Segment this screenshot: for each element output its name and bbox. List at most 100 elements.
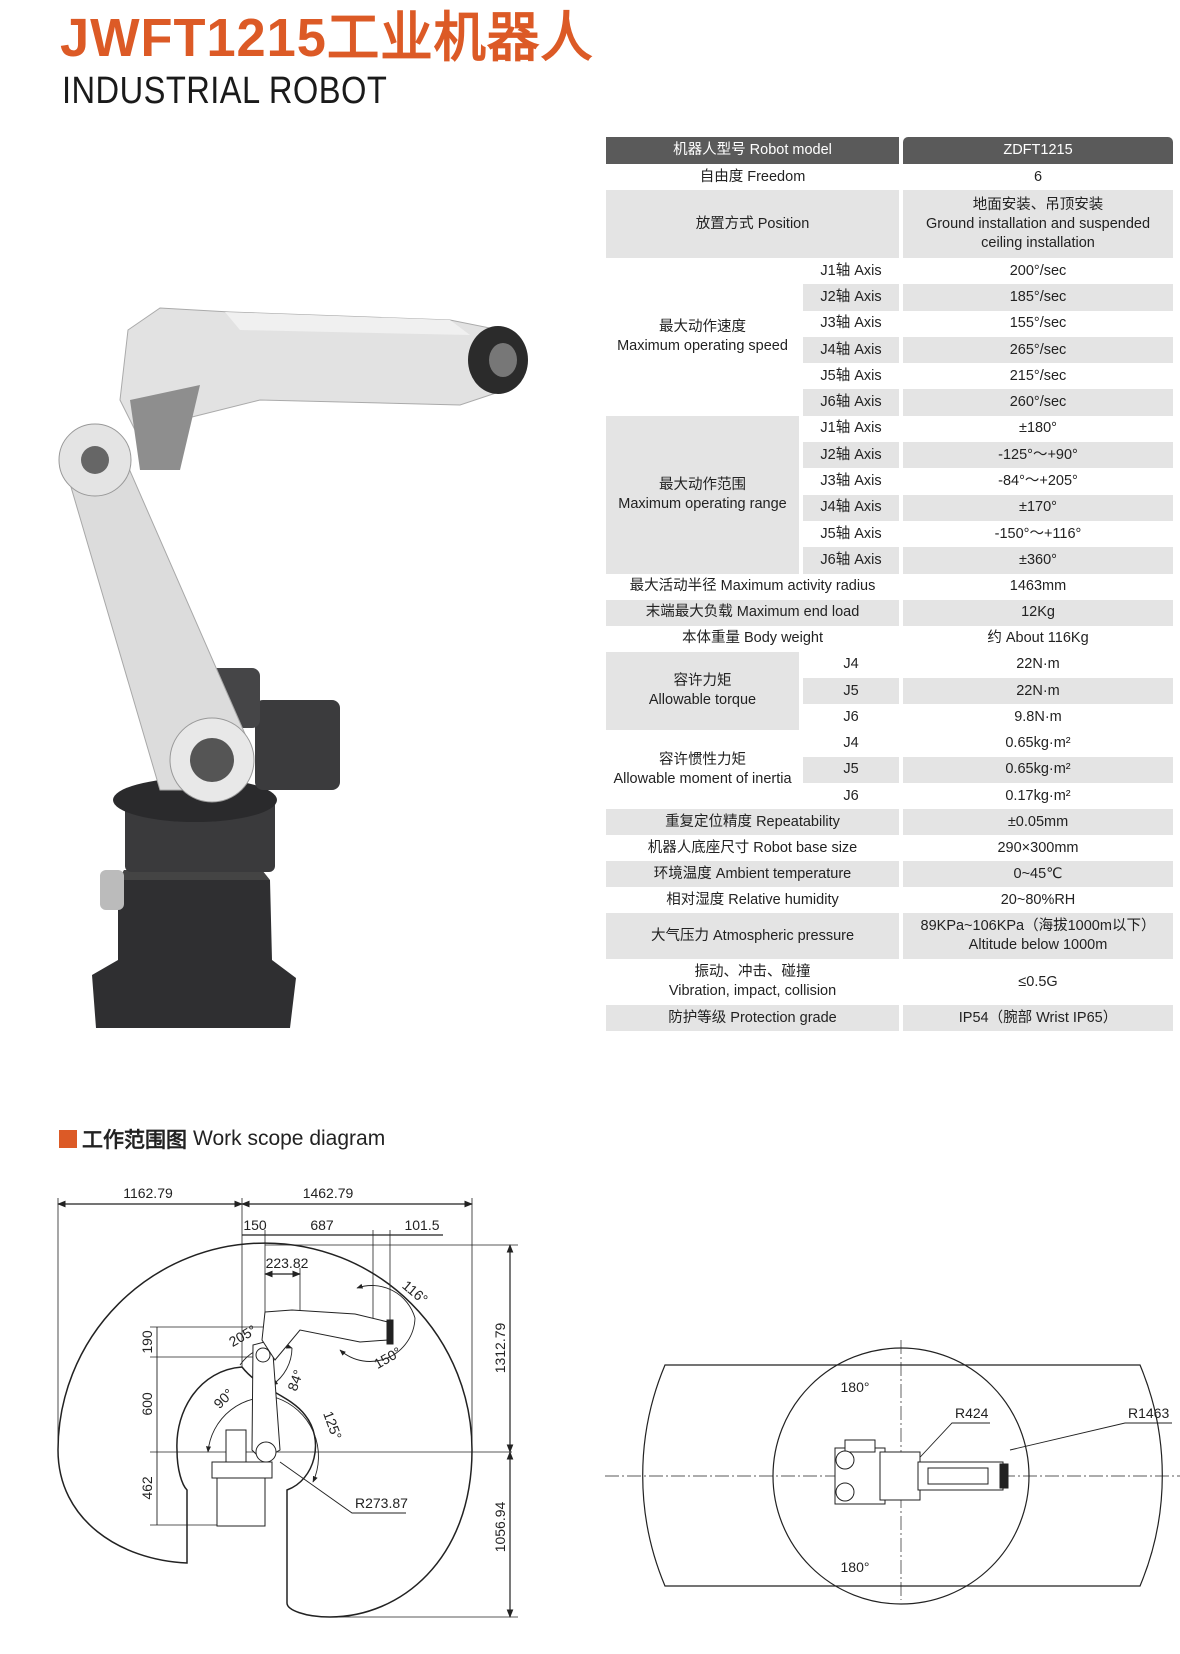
value-line: ±0.05mm (1007, 813, 1069, 830)
label-line: 环境温度 Ambient temperature (653, 865, 852, 882)
radius-inner: R424 (955, 1405, 989, 1421)
group-label-line: 容许力矩 (673, 673, 732, 689)
angle-150: 150° (371, 1343, 404, 1371)
spec-sub-label: J4 (803, 730, 899, 757)
value-text: 22N·m (1016, 656, 1060, 673)
header-label: 机器人型号 Robot model (606, 137, 899, 164)
dim-101: 101.5 (404, 1217, 439, 1233)
sub-label-text: J4轴 Axis (820, 499, 882, 516)
value-text: 200°/sec (1009, 262, 1067, 279)
spec-sub-label: J6轴 Axis (803, 547, 899, 574)
dim-1462: 1462.79 (303, 1185, 354, 1201)
spec-value: 185°/sec (903, 284, 1173, 311)
robot-j2-hub (190, 738, 234, 782)
value-line: 89KPa~106KPa（海拔1000m以下） (920, 918, 1156, 935)
spec-value: 265°/sec (903, 336, 1173, 364)
sub-label-text: J5轴 Axis (820, 525, 882, 542)
spec-sub-label: J1轴 Axis (803, 258, 899, 285)
sub-label-text: J3轴 Axis (820, 315, 882, 332)
value-line: 地面安装、吊顶安装 (972, 196, 1104, 213)
heading-marker-icon (59, 1130, 77, 1148)
spec-label: 相对湿度 Relative humidity (606, 887, 899, 914)
sub-label-text: J5 (843, 761, 859, 778)
spec-value: 6 (903, 164, 1173, 190)
outer-reach-boundary (642, 1364, 1163, 1587)
sub-label-text: J2轴 Axis (820, 288, 882, 305)
value-text: 9.8N·m (1014, 708, 1062, 725)
label-line: 防护等级 Protection grade (668, 1009, 837, 1026)
dim-190: 190 (139, 1330, 155, 1354)
spec-sub-label: J5 (803, 756, 899, 784)
spec-value: 约 About 116Kg (903, 625, 1173, 652)
dim-223: 223.82 (266, 1255, 309, 1271)
spec-sub-row: J2轴 Axis-125°～+90° (803, 442, 1173, 469)
robot-top-sketch (834, 1439, 1009, 1505)
value-text: 0.65kg·m² (1005, 735, 1071, 752)
sub-label-text: J1轴 Axis (820, 420, 882, 437)
value-line: 1463mm (1009, 578, 1067, 595)
spec-label: 放置方式 Position (606, 190, 899, 258)
spec-sub-row: J1轴 Axis 200°/sec (803, 258, 1173, 285)
spec-value: 1463mm (903, 573, 1173, 600)
group-label-line: Maximum operating range (618, 495, 787, 512)
spec-value: ±0.05mm (903, 809, 1173, 836)
spec-sub-row: J2轴 Axis 185°/sec (803, 284, 1173, 311)
header-value: ZDFT1215 (903, 137, 1173, 164)
angle-84: 84° (284, 1368, 306, 1393)
value-text: ±180° (1019, 420, 1057, 437)
heading-en: Work scope diagram (193, 1127, 386, 1150)
label-line: 大气压力 Atmospheric pressure (650, 927, 855, 944)
value-text: 265°/sec (1009, 341, 1067, 358)
spec-sub-label: J2轴 Axis (803, 442, 899, 469)
spec-value: 12Kg (903, 599, 1173, 626)
spec-value: 0.65kg·m² (903, 730, 1173, 757)
spec-value: -125°～+90° (903, 442, 1173, 469)
spec-value: 20~80%RH (903, 887, 1173, 914)
top-view-diagram: 180° 180° R424 R1463 (605, 1340, 1180, 1605)
robot-elbow-frame (130, 385, 200, 470)
value-line: ≤0.5G (1018, 973, 1058, 990)
spec-label: 防护等级 Protection grade (606, 1005, 899, 1032)
spec-sub-row: J6轴 Axis ±360° (803, 547, 1173, 574)
heading-cn: 工作范围图 (82, 1129, 187, 1152)
spec-value: 290×300mm (903, 835, 1173, 862)
spec-value: 200°/sec (903, 258, 1173, 285)
spec-value: 22N·m (903, 677, 1173, 705)
value-text: ±170° (1019, 499, 1057, 516)
value-line: 6 (1033, 168, 1043, 185)
spec-value: -150°～+116° (903, 520, 1173, 548)
spec-value: 89KPa~106KPa（海拔1000m以下） Altitude below 10… (903, 913, 1173, 960)
value-text: ±360° (1019, 551, 1057, 568)
spec-value: 260°/sec (903, 389, 1173, 416)
spec-value: 9.8N·m (903, 704, 1173, 731)
page-subtitle: INDUSTRIAL ROBOT (62, 70, 388, 112)
robot-base (92, 880, 296, 1028)
spec-value: ±180° (903, 415, 1173, 443)
spec-label: 本体重量 Body weight (606, 625, 899, 652)
work-scope-diagrams: 1162.79 1462.79 150 687 101.5 223.82 190… (57, 1185, 1180, 1618)
spec-value: 155°/sec (903, 310, 1173, 337)
spec-sub-label: J5 (803, 677, 899, 705)
sub-label-text: J6轴 Axis (820, 394, 882, 411)
spec-sub-label: J6轴 Axis (803, 389, 899, 416)
spec-value: 0.17kg·m² (903, 783, 1173, 810)
value-line: Altitude below 1000m (968, 937, 1108, 954)
radius-outer: R1463 (1128, 1405, 1169, 1421)
group-label-line: Allowable torque (648, 692, 757, 708)
dim-1162: 1162.79 (123, 1185, 173, 1201)
sub-label-text: J4 (843, 735, 859, 752)
